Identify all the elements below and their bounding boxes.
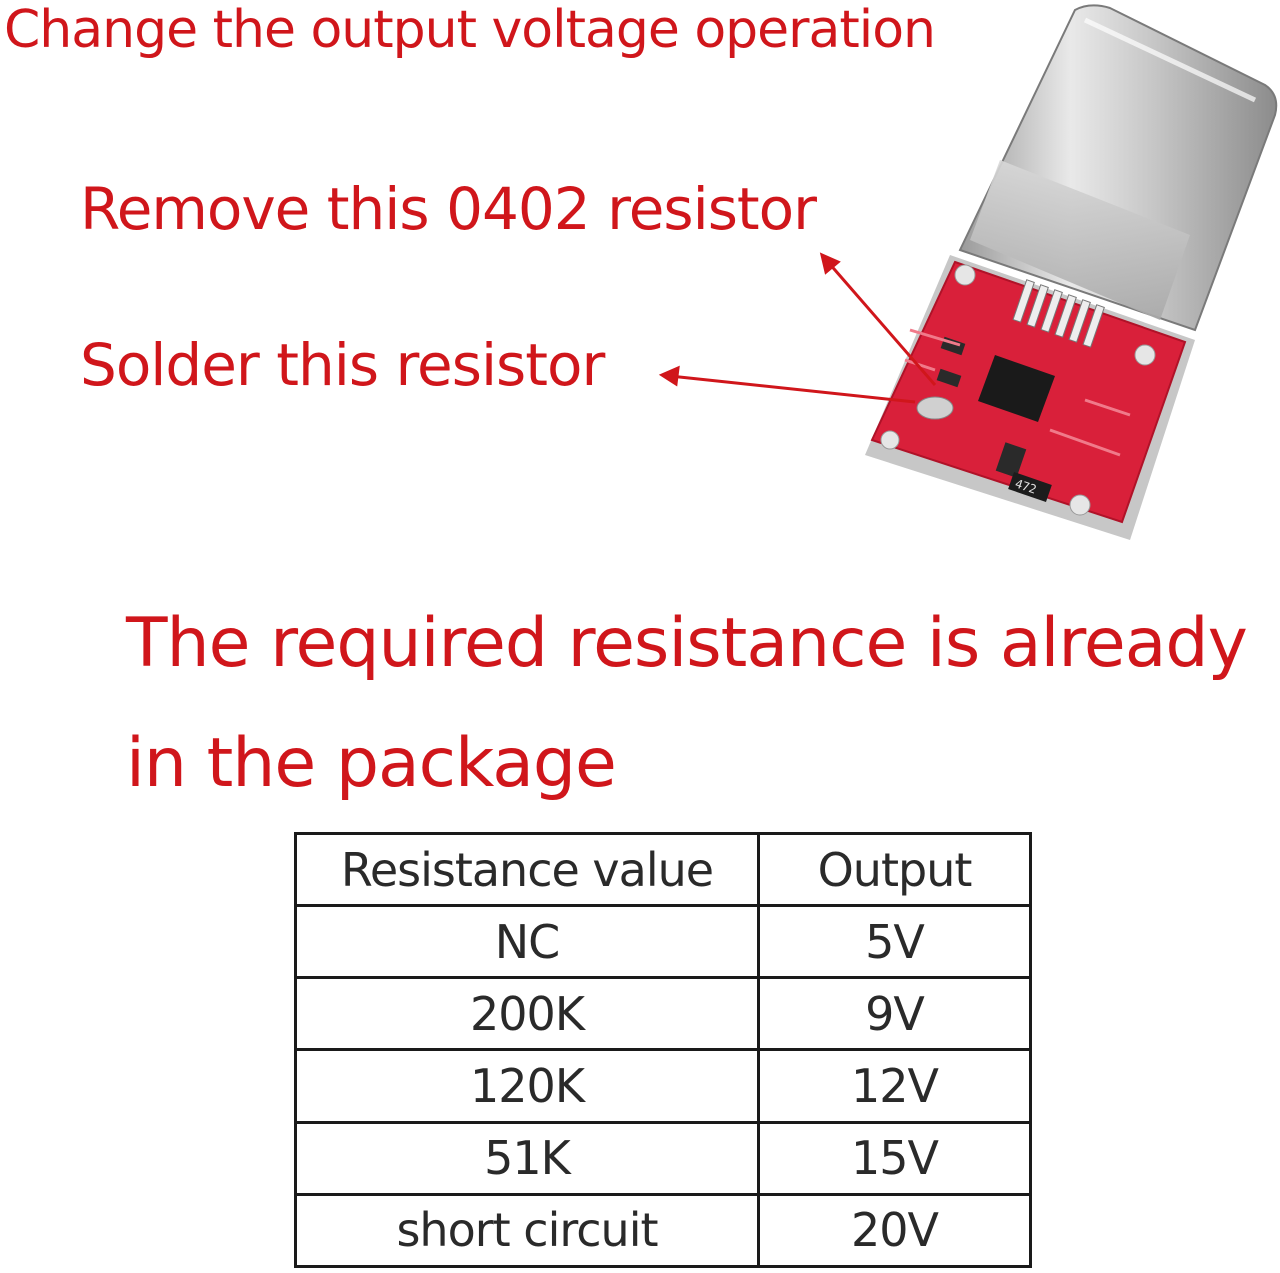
remove-resistor-callout: Remove this 0402 resistor — [80, 175, 817, 243]
table-row: 200K 9V — [294, 976, 1032, 1052]
output-cell: 5V — [757, 904, 1032, 980]
output-cell: 12V — [757, 1048, 1032, 1124]
header-resistance: Resistance value — [294, 831, 760, 908]
package-note-line1: The required resistance is already — [126, 604, 1248, 683]
output-cell: 15V — [757, 1120, 1032, 1196]
table-row: short circuit 20V — [294, 1192, 1032, 1269]
solder-resistor-callout: Solder this resistor — [80, 331, 605, 399]
table-row: 51K 15V — [294, 1120, 1032, 1196]
resistor-marking: 472 — [1013, 476, 1038, 496]
remove-arrow-head — [819, 252, 841, 275]
solder-arrow-head — [658, 365, 680, 387]
resistance-cell: 51K — [294, 1120, 760, 1196]
output-cell: 9V — [757, 976, 1032, 1052]
resistance-output-table: Resistance value Output NC 5V 200K 9V 12… — [294, 831, 1032, 1269]
output-cell: 20V — [757, 1192, 1032, 1269]
page-title: Change the output voltage operation — [4, 0, 936, 60]
ic-chip — [978, 355, 1055, 422]
table-row: NC 5V — [294, 904, 1032, 980]
usb-c-shell — [958, 4, 1278, 332]
table-header-row: Resistance value Output — [294, 831, 1032, 908]
resistance-cell: short circuit — [294, 1192, 760, 1269]
header-output: Output — [757, 831, 1032, 908]
resistance-cell: 200K — [294, 976, 760, 1052]
table-row: 120K 12V — [294, 1048, 1032, 1124]
resistance-cell: 120K — [294, 1048, 760, 1124]
resistance-cell: NC — [294, 904, 760, 980]
pcb-board: 472 — [865, 255, 1195, 540]
usb-c-module-image: 472 — [865, 4, 1278, 540]
package-note-line2: in the package — [126, 724, 617, 803]
solder-pad-resistor — [916, 396, 954, 420]
